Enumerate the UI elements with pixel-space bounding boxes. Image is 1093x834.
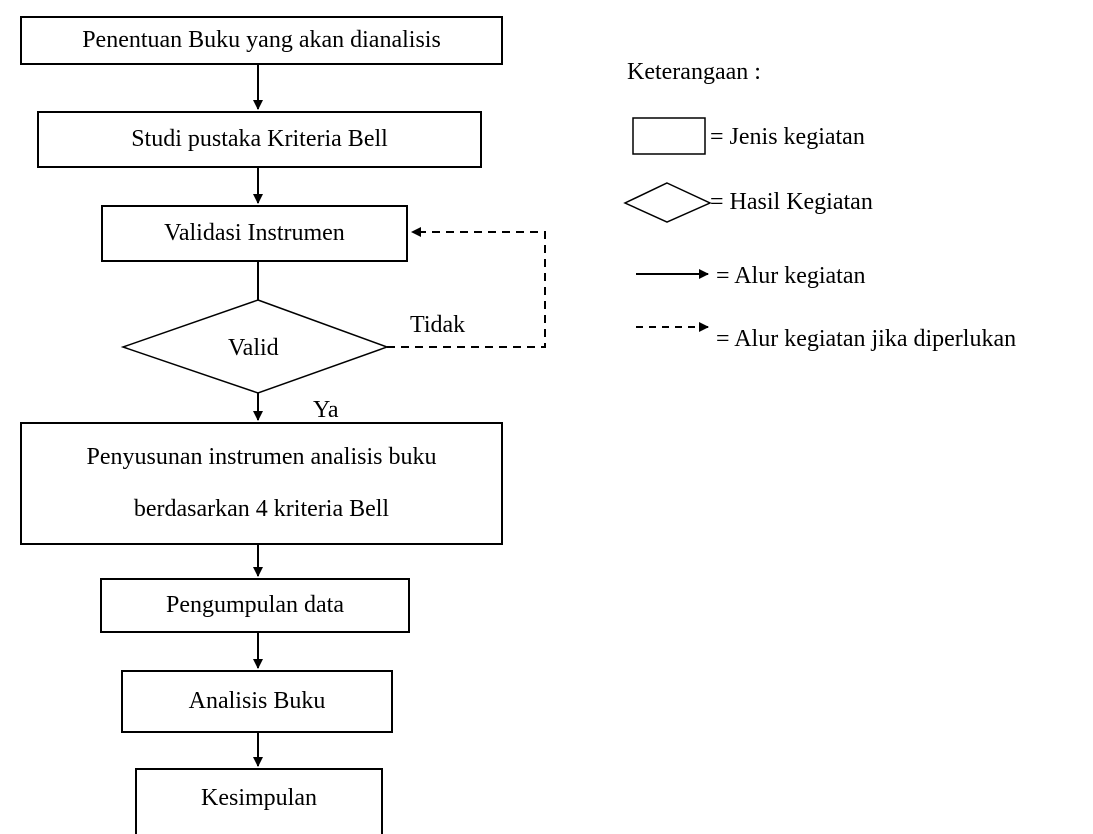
decision-valid-label: Valid: [228, 335, 279, 361]
legend-title: Keterangaan :: [627, 59, 761, 85]
step-validasi: Validasi Instrumen: [101, 205, 408, 262]
step-kesimpulan: Kesimpulan: [135, 768, 383, 834]
step-pengumpulan: Pengumpulan data: [100, 578, 410, 633]
step-penentuan-label: Penentuan Buku yang akan dianalisis: [82, 27, 441, 54]
legend-diamond-label: = Hasil Kegiatan: [710, 189, 873, 215]
legend-diamond-icon: [623, 182, 712, 223]
step-penyusunan-line2: berdasarkan 4 kriteria Bell: [133, 495, 390, 522]
step-studi: Studi pustaka Kriteria Bell: [37, 111, 482, 168]
step-kesimpulan-label: Kesimpulan: [201, 785, 317, 811]
step-studi-label: Studi pustaka Kriteria Bell: [131, 126, 388, 153]
legend-solid-arrow-label: = Alur kegiatan: [716, 263, 866, 289]
step-penyusunan: Penyusunan instrumen analisis buku berda…: [20, 422, 503, 545]
legend-rect-icon: [632, 117, 706, 155]
step-penyusunan-line1: Penyusunan instrumen analisis buku: [86, 444, 437, 471]
legend-dashed-arrow-label: = Alur kegiatan jika diperlukan: [716, 326, 1017, 352]
dashed-loop-tidak: [387, 227, 546, 348]
label-ya: Ya: [313, 397, 339, 423]
step-analisis: Analisis Buku: [121, 670, 393, 733]
step-analisis-label: Analisis Buku: [188, 688, 326, 715]
step-pengumpulan-label: Pengumpulan data: [166, 592, 344, 619]
label-tidak: Tidak: [410, 312, 466, 338]
step-validasi-label: Validasi Instrumen: [164, 220, 345, 247]
step-penentuan: Penentuan Buku yang akan dianalisis: [20, 16, 503, 65]
legend-rect-label: = Jenis kegiatan: [710, 124, 865, 150]
